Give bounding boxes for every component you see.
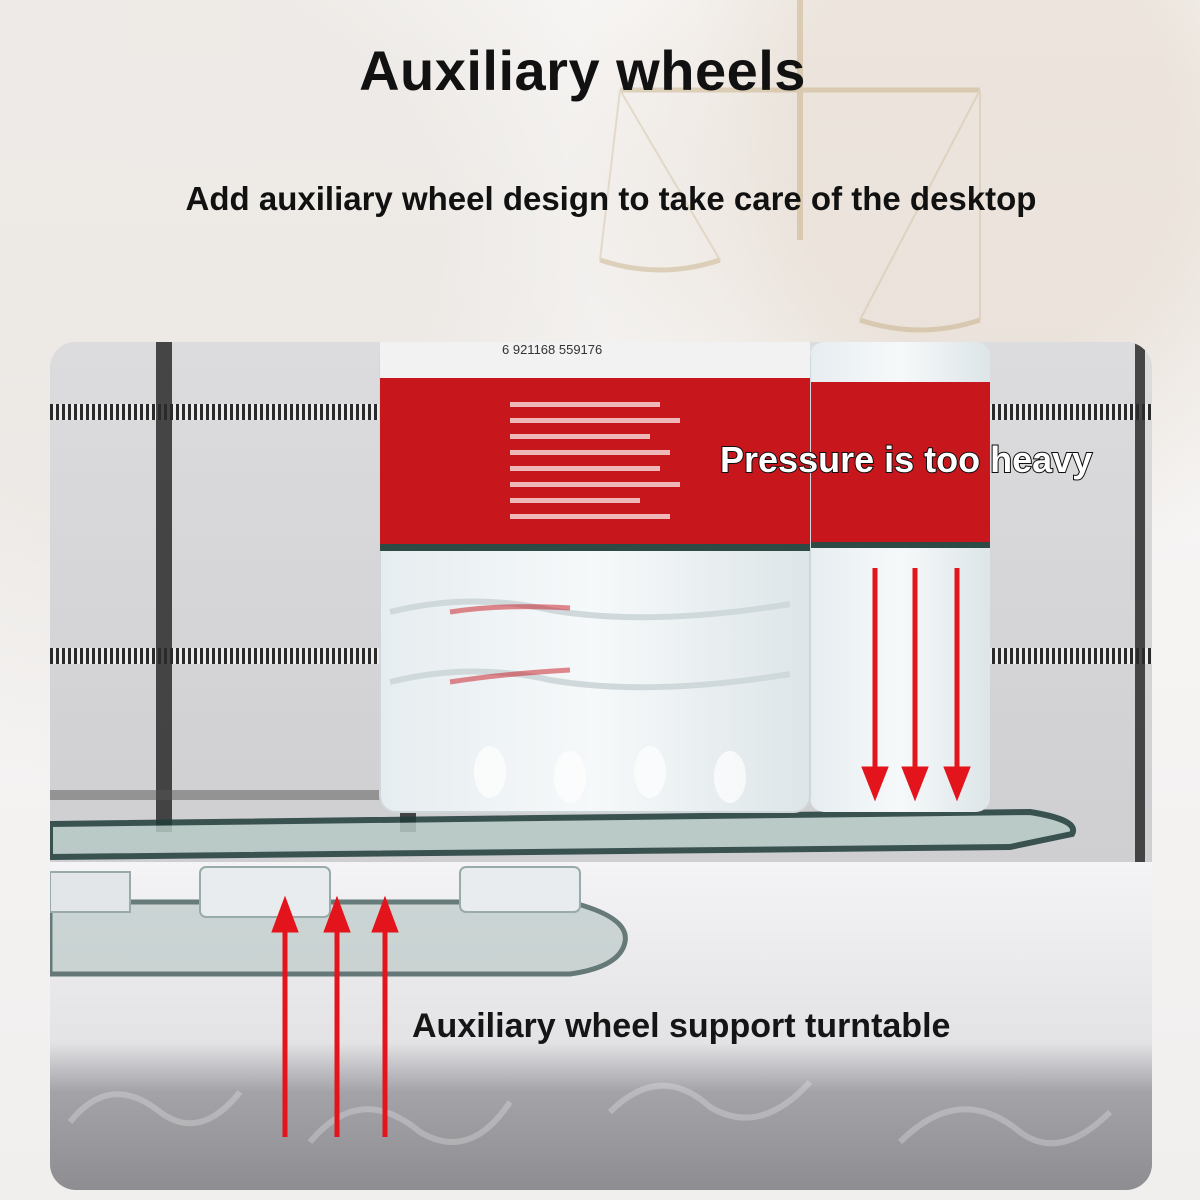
product-photo-illustration: 6 921168 559176 — [50, 342, 1152, 1190]
barcode-number: 6 921168 559176 — [502, 342, 602, 357]
pressure-arrows — [861, 568, 971, 802]
page-title: Auxiliary wheels — [359, 39, 806, 102]
support-callout: Auxiliary wheel support turntable — [412, 1007, 951, 1045]
water-bottles — [379, 342, 990, 813]
product-photo: 6 921168 559176 Pressure is too heavy Au… — [50, 342, 1152, 1190]
auxiliary-wheels — [50, 866, 581, 918]
page-subtitle: Add auxiliary wheel design to take care … — [185, 180, 1037, 217]
tablecloth-pattern — [67, 1079, 1113, 1147]
support-arrows — [271, 895, 399, 1137]
pressure-callout: Pressure is too heavy — [719, 438, 1093, 481]
balance-scale-decoration — [599, 0, 981, 333]
lazy-susan-top-plate — [50, 808, 1077, 861]
